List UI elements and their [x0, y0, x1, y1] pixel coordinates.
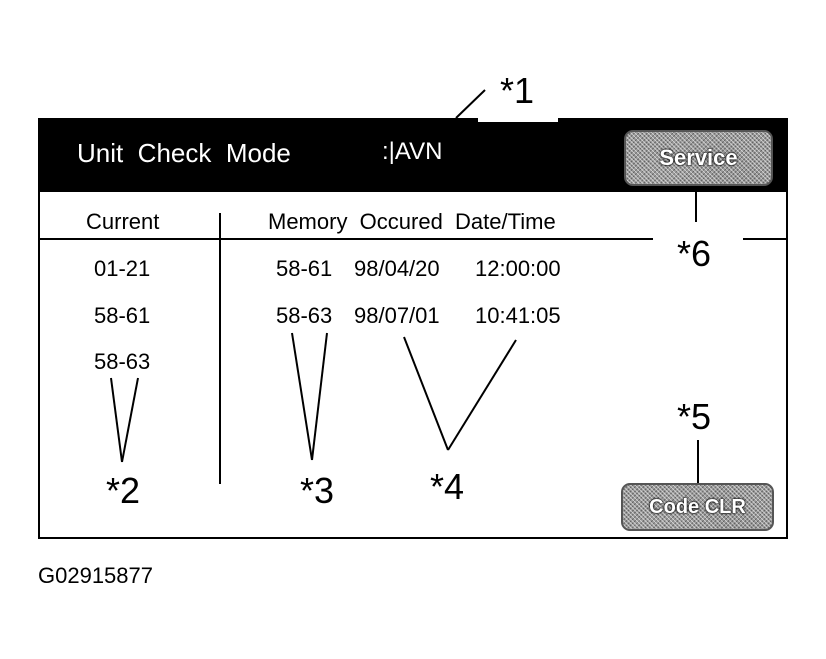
memory-date: 98/04/20 — [354, 256, 440, 281]
current-code-1: 01-21 — [94, 256, 151, 281]
service-button[interactable]: Service — [624, 130, 773, 186]
callout-6: *6 — [677, 233, 712, 274]
current-code-2: 58-61 — [94, 303, 151, 328]
callout-3: *3 — [300, 470, 335, 511]
callout-1-leader — [455, 89, 486, 119]
code-clr-button[interactable]: Code CLR — [621, 483, 774, 531]
memory-time: 12:00:00 — [475, 256, 561, 281]
memory-column-header: Memory Occured Date/Time — [268, 209, 556, 234]
callout-1: *1 — [500, 70, 535, 111]
current-column-header: Current — [86, 209, 160, 234]
memory-code: 58-61 — [276, 256, 333, 281]
memory-code: 58-63 — [276, 303, 333, 328]
memory-date: 98/07/01 — [354, 303, 440, 328]
callout-5: *5 — [677, 396, 712, 437]
mode-value: :|AVN — [382, 138, 443, 165]
callout-4: *4 — [430, 466, 465, 507]
figure-id: G02915877 — [38, 563, 153, 588]
callout-2: *2 — [106, 470, 141, 511]
current-code-3: 58-63 — [94, 349, 151, 374]
header-title: Unit Check Mode — [77, 138, 291, 168]
memory-time: 10:41:05 — [475, 303, 561, 328]
